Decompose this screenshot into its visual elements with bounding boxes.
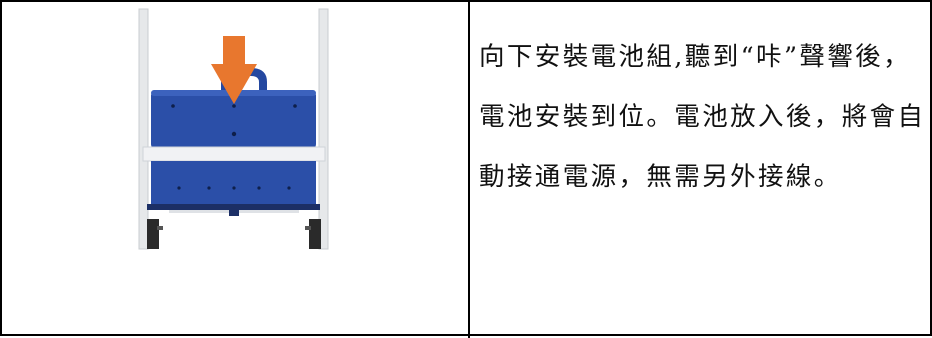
battery-pack-installation-photo — [138, 8, 329, 250]
left-wheel — [147, 219, 159, 249]
column-divider — [468, 2, 470, 338]
right-rail — [318, 8, 329, 250]
down-arrow-shaft — [223, 36, 245, 66]
battery-body — [151, 90, 316, 150]
right-wheel — [309, 219, 321, 249]
text-cell: 向下安裝電池組,聽到“咔”聲響後，電池安裝到位。電池放入後，將會自動接通電源，無… — [470, 4, 932, 336]
instruction-text: 向下安裝電池組,聽到“咔”聲響後，電池安裝到位。電池放入後，將會自動接通電源，無… — [479, 42, 926, 192]
down-arrow-icon — [211, 64, 257, 104]
image-cell — [4, 4, 468, 336]
crossbar — [142, 146, 326, 162]
lower-body — [151, 161, 316, 206]
left-rail — [138, 8, 149, 250]
